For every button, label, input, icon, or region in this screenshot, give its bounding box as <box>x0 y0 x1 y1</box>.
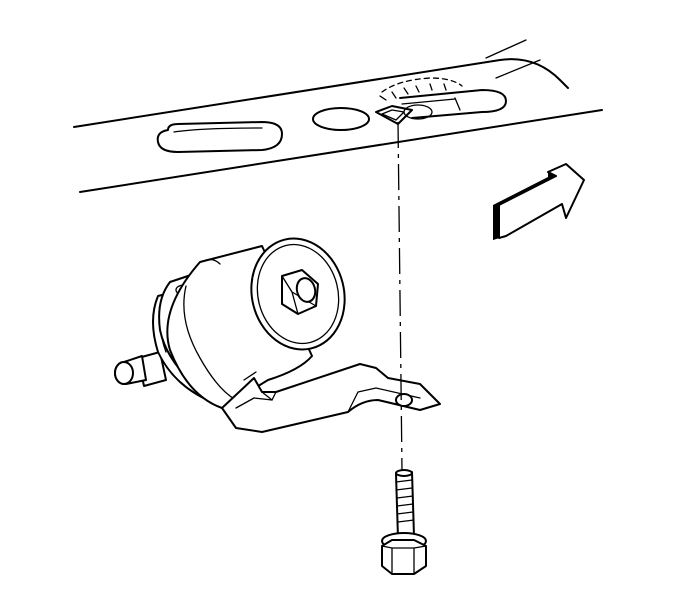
frame-slot-right <box>399 89 507 119</box>
filter-bracket <box>221 363 441 433</box>
alignment-centerline <box>397 121 403 471</box>
inlet-fitting <box>114 351 167 387</box>
frame-hole-middle <box>312 107 370 131</box>
frame-slot-left <box>156 121 283 153</box>
rail-bracket-locator <box>375 77 463 125</box>
direction-arrow <box>493 163 585 240</box>
fuel-filter <box>114 237 346 409</box>
outlet-hex-nut <box>281 269 319 315</box>
frame-rail <box>73 39 603 193</box>
mounting-bolt <box>381 469 427 575</box>
bracket-mounting-hole <box>395 393 413 407</box>
